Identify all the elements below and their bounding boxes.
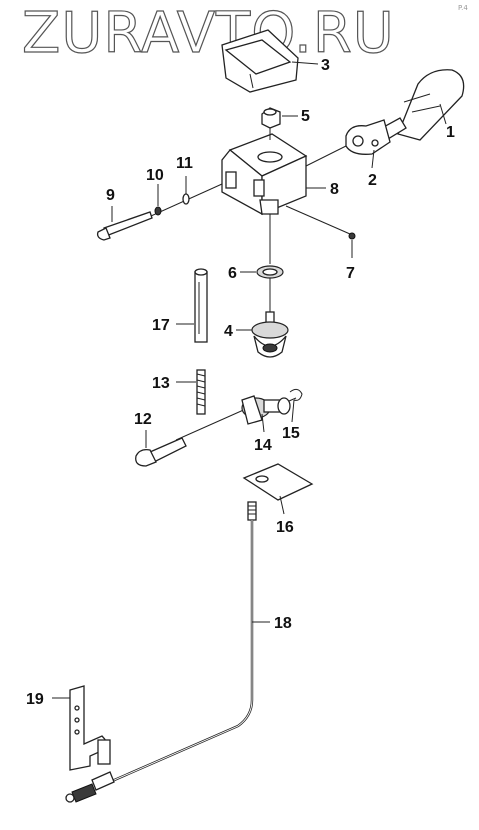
part-11-washer [182,193,190,205]
callout-10: 10 [146,167,164,184]
callout-13: 13 [152,375,170,392]
callout-18: 18 [274,615,292,632]
corner-mark: P.4 [458,4,468,12]
part-8-housing [221,133,308,216]
part-7-bolt [348,232,356,240]
part-15-clip [289,388,303,401]
part-4-ball-socket [251,311,289,358]
part-18-cable [65,501,257,803]
callout-4: 4 [224,323,233,340]
callout-1: 1 [446,124,455,141]
part-14-joint [241,395,291,425]
callout-19: 19 [26,691,44,708]
part-3-boot [221,29,299,93]
part-5-nut [261,107,281,129]
part-12-bolt [135,437,187,467]
callout-7: 7 [346,265,355,282]
part-9-bolt [96,211,153,241]
part-10-washer [154,206,162,216]
callout-9: 9 [106,187,115,204]
part-2-lever-eye [345,119,391,155]
part-6-bushing [256,265,284,279]
callout-11: 11 [176,155,193,172]
callout-12: 12 [134,411,152,428]
callout-17: 17 [152,317,170,334]
watermark-text: ZURAVTO.RU [22,1,395,66]
callout-2: 2 [368,172,377,189]
callout-5: 5 [301,108,310,125]
callout-16: 16 [276,519,294,536]
callout-8: 8 [330,181,339,198]
callout-15: 15 [282,425,300,442]
callout-14: 14 [254,437,272,454]
part-13-threaded-rod [196,369,206,415]
leader-lines [52,61,447,699]
callout-labels: 1 2 3 4 5 6 7 8 9 10 11 12 13 14 15 16 1… [26,57,455,708]
part-19-bracket [69,685,111,771]
part-17-rod [194,268,208,343]
callout-6: 6 [228,265,237,282]
callout-3: 3 [321,57,330,74]
part-16-plate [242,463,314,501]
